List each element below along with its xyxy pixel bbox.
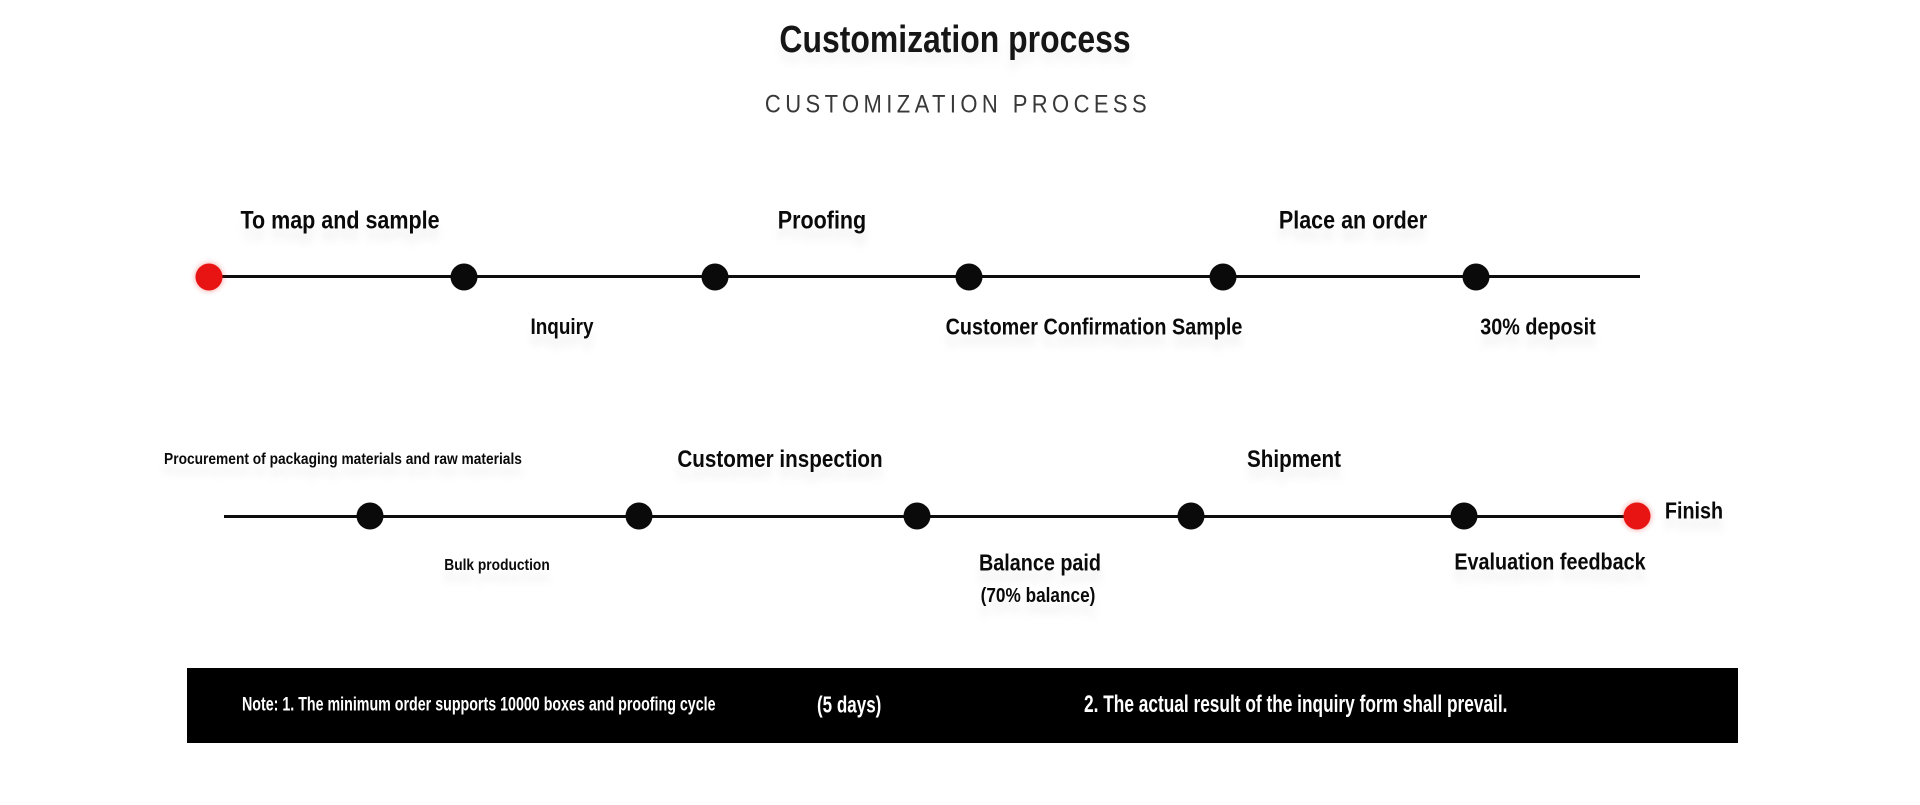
step-label-inquiry: Inquiry <box>530 314 594 339</box>
node-dot-customer-inspection <box>903 502 931 530</box>
node-dot-inquiry <box>450 263 478 291</box>
step-label-30-percent-deposit: 30% deposit <box>1480 313 1596 340</box>
step-label-bulk-production: Bulk production <box>444 557 550 574</box>
step-label-customer-inspection: Customer inspection <box>677 446 883 473</box>
node-dot-procurement <box>356 502 384 530</box>
page-subtitle: CUSTOMIZATION PROCESS <box>764 90 1152 119</box>
footer-note-1: Note: 1. The minimum order supports 1000… <box>242 694 716 716</box>
step-label-evaluation-feedback: Evaluation feedback <box>1454 548 1646 575</box>
footer-note-bar: Note: 1. The minimum order supports 1000… <box>187 668 1738 743</box>
page-title: Customization process <box>779 19 1131 61</box>
node-dot-bulk-production <box>625 502 653 530</box>
step-label-customer-confirmation-sample: Customer Confirmation Sample <box>945 313 1243 340</box>
node-dot-shipment <box>1450 502 1478 530</box>
step-label-balance-paid: Balance paid <box>978 549 1102 576</box>
node-dot-order <box>1209 263 1237 291</box>
timeline-row-2-line <box>224 515 1637 518</box>
node-dot-deposit <box>1462 263 1490 291</box>
node-dot-proofing <box>701 263 729 291</box>
step-label-procurement: Procurement of packaging materials and r… <box>164 451 522 468</box>
timeline-row-1-line <box>209 275 1640 278</box>
step-label-70-percent-balance: (70% balance) <box>980 585 1096 607</box>
finish-dot-red <box>1623 502 1651 530</box>
footer-note-2: 2. The actual result of the inquiry form… <box>1084 691 1508 718</box>
step-label-to-map-and-sample: To map and sample <box>240 206 440 235</box>
step-label-proofing: Proofing <box>777 206 867 235</box>
node-dot-balance-paid <box>1177 502 1205 530</box>
step-label-shipment: Shipment <box>1246 446 1342 473</box>
finish-label: Finish <box>1664 497 1724 524</box>
node-dot-confirmation <box>955 263 983 291</box>
step-label-place-an-order: Place an order <box>1278 206 1428 235</box>
footer-note-days: (5 days) <box>817 691 882 718</box>
start-dot-red <box>195 263 223 291</box>
